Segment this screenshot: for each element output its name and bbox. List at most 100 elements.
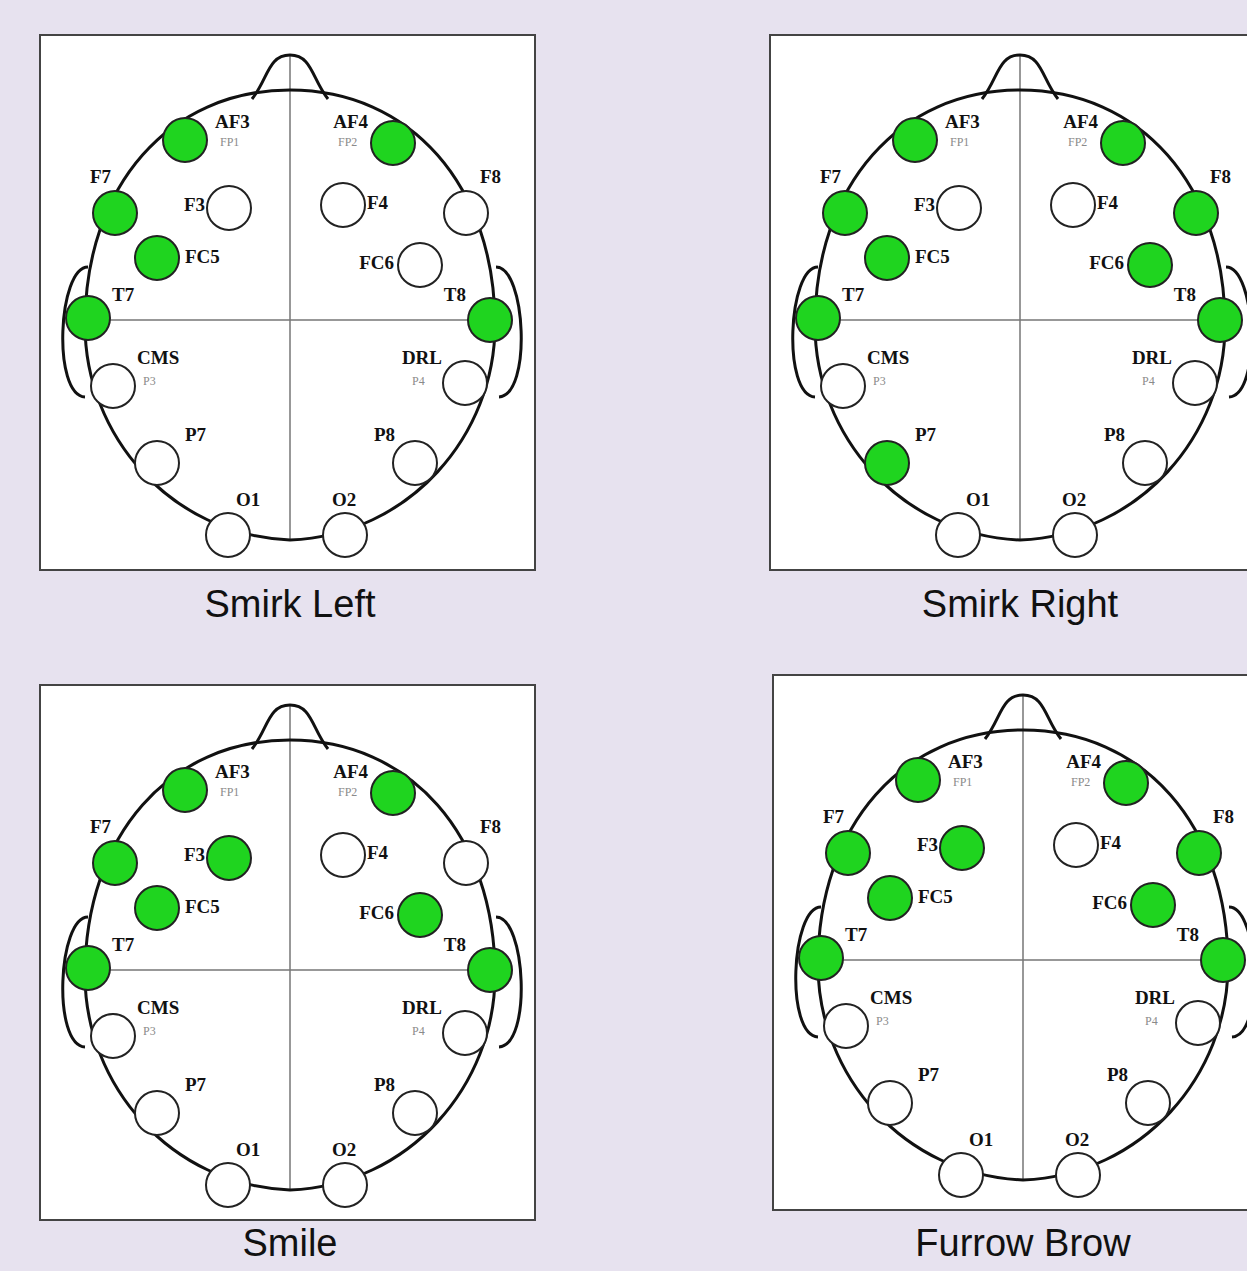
alt-channel-name: FP2	[1071, 776, 1090, 789]
electrode	[93, 191, 137, 235]
electrode-name: FC5	[185, 897, 220, 918]
electrode-name: AF3	[215, 762, 250, 783]
electrode-name: AF3	[948, 752, 983, 773]
electrode-name: F7	[823, 807, 844, 828]
electrode-name: FC6	[1089, 253, 1124, 274]
panel-caption: Smile	[242, 1223, 337, 1265]
axis-line	[85, 55, 495, 540]
electrode-name: AF4	[1066, 752, 1101, 773]
electrode-name: F3	[914, 195, 935, 216]
electrode	[1126, 1081, 1170, 1125]
electrode-name: AF3	[215, 112, 250, 133]
electrode	[940, 826, 984, 870]
electrode-name: F3	[184, 845, 205, 866]
electrode-name: F3	[917, 835, 938, 856]
electrode-name: DRL	[402, 998, 442, 1019]
panel-frame	[40, 35, 535, 570]
electrode-name: T7	[842, 285, 864, 306]
electrode	[796, 296, 840, 340]
electrode	[868, 876, 912, 920]
electrode-name: T8	[1177, 925, 1199, 946]
electrode-name: T7	[112, 935, 134, 956]
panel	[773, 675, 1247, 1210]
electrode	[323, 1163, 367, 1207]
electrode	[1174, 191, 1218, 235]
electrode-name: AF4	[333, 762, 368, 783]
electrode	[207, 186, 251, 230]
electrode-name: FC6	[359, 253, 394, 274]
electrode-name: P8	[374, 425, 395, 446]
electrode-name: DRL	[1132, 348, 1172, 369]
electrode-name: T7	[845, 925, 867, 946]
panel-frame	[40, 685, 535, 1220]
electrode-name: F4	[1100, 833, 1121, 854]
panel	[770, 35, 1247, 570]
electrode-name: P7	[915, 425, 936, 446]
electrode-name: F7	[90, 817, 111, 838]
electrode	[321, 183, 365, 227]
electrode-name: F7	[820, 167, 841, 188]
electrode-name: FC5	[918, 887, 953, 908]
electrode-name: F4	[1097, 193, 1118, 214]
panel-caption: Furrow Brow	[915, 1223, 1130, 1265]
alt-channel-name: FP1	[220, 136, 239, 149]
electrode-name: T8	[444, 285, 466, 306]
head-outline	[85, 740, 495, 1190]
alt-channel-name: FP2	[1068, 136, 1087, 149]
alt-channel-name: P3	[143, 375, 156, 388]
electrode-name: CMS	[867, 348, 909, 369]
head-outline	[815, 90, 1225, 540]
electrode	[1104, 761, 1148, 805]
panel	[40, 35, 535, 570]
electrode-name: F3	[184, 195, 205, 216]
electrode	[1128, 243, 1172, 287]
alt-channel-name: P4	[412, 1025, 425, 1038]
panel-caption: Smirk Right	[922, 584, 1118, 626]
electrode	[206, 1163, 250, 1207]
electrode-name: AF4	[333, 112, 368, 133]
electrode-name: DRL	[1135, 988, 1175, 1009]
electrode	[393, 441, 437, 485]
electrode	[823, 191, 867, 235]
electrode-name: O1	[966, 490, 990, 511]
axis-line	[85, 705, 495, 1190]
electrode-name: F8	[480, 817, 501, 838]
electrode-name: CMS	[137, 998, 179, 1019]
electrode-name: O1	[236, 1140, 260, 1161]
electrode	[371, 121, 415, 165]
electrode-name: FC6	[359, 903, 394, 924]
electrode	[1131, 883, 1175, 927]
electrode	[865, 236, 909, 280]
electrode	[896, 758, 940, 802]
alt-channel-name: P4	[1142, 375, 1155, 388]
electrode-name: AF3	[945, 112, 980, 133]
electrode-name: F7	[90, 167, 111, 188]
electrode	[323, 513, 367, 557]
electrode	[1177, 831, 1221, 875]
electrode	[821, 364, 865, 408]
electrode	[1053, 513, 1097, 557]
head-outline	[85, 90, 495, 540]
electrode	[1054, 823, 1098, 867]
electrode	[1198, 298, 1242, 342]
electrode	[135, 441, 179, 485]
electrode-name: T7	[112, 285, 134, 306]
electrode	[937, 186, 981, 230]
alt-channel-name: P3	[876, 1015, 889, 1028]
alt-channel-name: P4	[1145, 1015, 1158, 1028]
electrode-name: P7	[918, 1065, 939, 1086]
electrode-name: FC5	[185, 247, 220, 268]
electrode-name: FC6	[1092, 893, 1127, 914]
electrode-name: O2	[332, 1140, 356, 1161]
electrode-name: P7	[185, 425, 206, 446]
electrode	[1176, 1001, 1220, 1045]
alt-channel-name: P4	[412, 375, 425, 388]
electrode-name: DRL	[402, 348, 442, 369]
electrode	[163, 118, 207, 162]
electrode-name: F4	[367, 193, 388, 214]
electrode	[1101, 121, 1145, 165]
electrode	[93, 841, 137, 885]
electrode-name: O1	[969, 1130, 993, 1151]
electrode-name: O1	[236, 490, 260, 511]
panel-frame	[773, 675, 1247, 1210]
